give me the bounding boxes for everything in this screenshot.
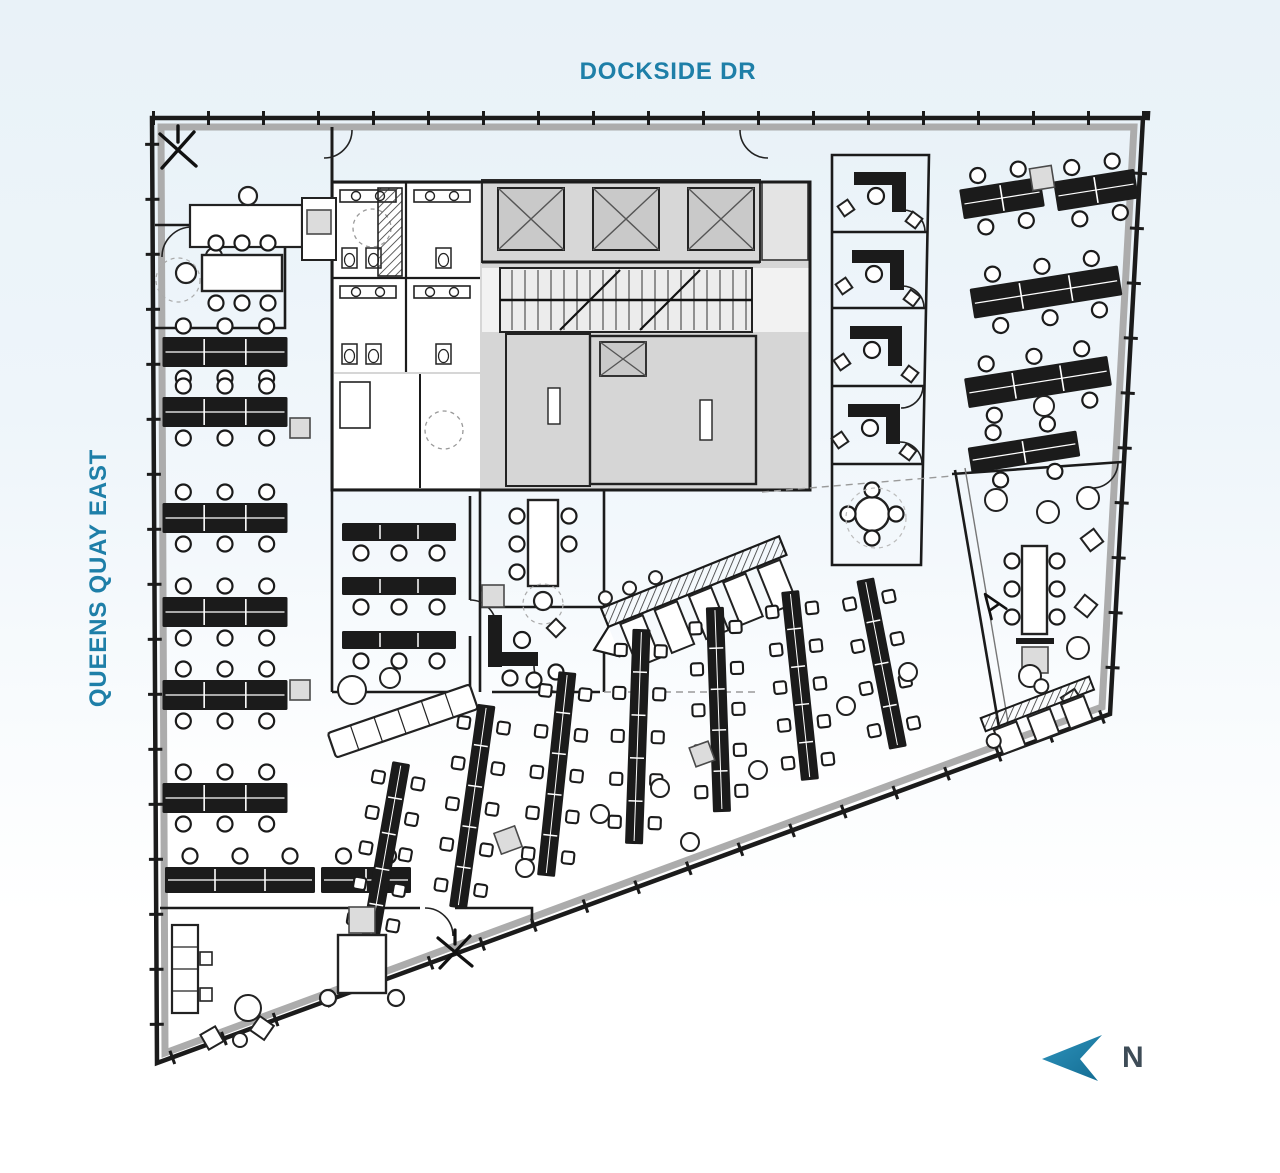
lounge-chair <box>836 198 856 218</box>
tv-console <box>1016 638 1054 644</box>
door-arc <box>900 385 924 409</box>
vestibule <box>761 181 809 261</box>
round-table-office <box>839 481 907 549</box>
desk-cluster <box>162 483 288 553</box>
private-office <box>830 404 918 462</box>
lounge-chair <box>830 430 850 450</box>
round-pouf <box>379 667 401 689</box>
lounge-chair <box>900 364 920 384</box>
copier-box <box>348 906 376 934</box>
small-meeting-room <box>508 498 578 625</box>
lounge-chair <box>545 617 567 639</box>
copier-box <box>688 740 716 768</box>
coat-rack <box>436 928 474 970</box>
door-arc <box>739 129 769 159</box>
lounge-area <box>979 486 1105 756</box>
copier-box <box>306 209 332 235</box>
open-desk-row <box>607 628 668 845</box>
lounge-chair <box>902 288 922 308</box>
desk-cluster <box>967 415 1081 489</box>
meeting-room <box>155 234 284 312</box>
stairwell <box>499 267 753 333</box>
open-desk-row <box>841 577 922 750</box>
copier-box <box>492 824 524 856</box>
lounge-chair <box>904 210 924 230</box>
easel <box>983 592 1008 621</box>
lounge-chair <box>832 352 852 372</box>
small-office <box>481 584 567 689</box>
desk-cluster <box>969 249 1123 335</box>
open-desk-row <box>433 703 511 910</box>
top-right-desk-zone <box>959 152 1139 489</box>
door-arc <box>161 226 193 258</box>
round-pouf <box>1076 486 1100 510</box>
round-pouf <box>1033 395 1055 417</box>
lounge-chair <box>248 1014 276 1042</box>
private-office <box>834 250 922 308</box>
lounge-chair <box>1079 527 1105 553</box>
mechanical-rooms <box>505 333 758 487</box>
training-room <box>327 523 479 759</box>
exec-desk <box>336 933 388 995</box>
lounge-table <box>1020 544 1049 636</box>
core-area <box>330 127 812 492</box>
lounge-chair <box>199 1025 225 1051</box>
lounge-chair <box>1073 593 1099 619</box>
column <box>377 187 403 277</box>
lounge-chair <box>834 276 854 296</box>
round-pouf <box>650 778 670 798</box>
interior-walls <box>155 153 1123 926</box>
round-pouf <box>337 675 367 705</box>
door-arc <box>899 441 923 465</box>
desk-cluster <box>165 847 315 893</box>
desk-cluster <box>162 377 288 447</box>
elevator-bank <box>481 179 761 264</box>
open-desk-row <box>764 590 836 781</box>
round-pouf <box>590 804 610 824</box>
coat-rack <box>158 124 198 170</box>
north-indicator: N <box>1040 1032 1144 1084</box>
round-pouf <box>515 858 535 878</box>
door-arc <box>1091 461 1119 489</box>
desk-cluster <box>162 660 288 730</box>
round-pouf <box>984 488 1008 512</box>
private-offices <box>830 172 924 549</box>
door-arc <box>424 907 454 937</box>
copier-box <box>481 584 505 608</box>
lounge-sofa <box>327 683 479 759</box>
copier-box <box>1028 164 1056 192</box>
door-arc <box>901 285 925 309</box>
executive-office <box>170 906 474 1051</box>
north-label: N <box>1122 1041 1144 1074</box>
private-office <box>832 326 920 384</box>
open-desk-rows <box>345 577 922 942</box>
private-office <box>836 172 924 230</box>
desk-cluster <box>162 577 288 647</box>
round-pouf <box>232 1032 248 1048</box>
desk-cluster <box>1053 152 1139 228</box>
north-arrow-icon <box>1042 1035 1102 1081</box>
round-pouf <box>1066 636 1090 660</box>
street-label-dockside-dr: DOCKSIDE DR <box>579 58 757 85</box>
round-pouf <box>1036 500 1060 524</box>
round-pouf <box>748 760 768 780</box>
lounge-chair <box>898 442 918 462</box>
copier-box <box>289 679 311 701</box>
window-mullion-ticks <box>144 111 1151 1073</box>
desk-cluster <box>959 160 1045 236</box>
lounge-banquette <box>979 675 1096 756</box>
left-desk-zone <box>162 317 411 893</box>
desk-cluster <box>162 317 288 387</box>
copier-box <box>289 417 311 439</box>
desk-cluster <box>162 763 288 833</box>
round-pouf <box>680 832 700 852</box>
door-arc <box>323 129 353 159</box>
round-pouf <box>836 696 856 716</box>
round-pouf <box>898 662 918 682</box>
